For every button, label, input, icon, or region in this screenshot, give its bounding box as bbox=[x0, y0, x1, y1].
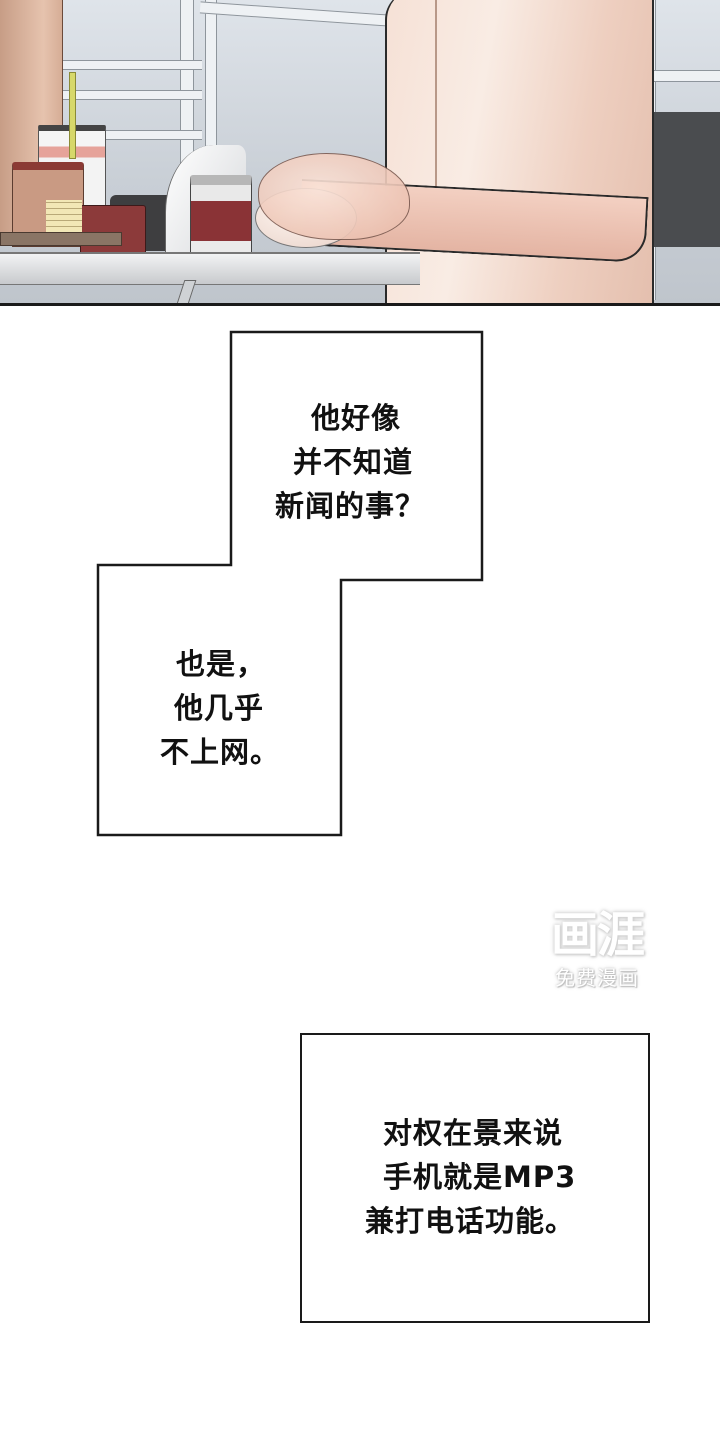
watermark: 画涯 免费漫画 bbox=[538, 906, 656, 1006]
window-frame bbox=[62, 90, 202, 100]
caption-line: 新闻的事？ bbox=[275, 489, 426, 523]
chair-back bbox=[648, 112, 720, 247]
caption-line: 兼打电话功能。 bbox=[365, 1204, 576, 1238]
caption-line: 手机就是MP3 bbox=[383, 1160, 577, 1194]
window-frame bbox=[62, 60, 202, 70]
coffee-cup bbox=[190, 175, 252, 266]
table bbox=[0, 252, 420, 285]
comic-panel-illustration bbox=[0, 0, 720, 306]
caption-line: 他好像 bbox=[311, 401, 402, 435]
caption-box-2: 也是， 他几乎 不上网。 bbox=[160, 642, 280, 774]
window-frame bbox=[654, 70, 720, 82]
caption-line: 他几乎 bbox=[174, 691, 265, 725]
window-frame bbox=[62, 130, 202, 140]
caption-line: 不上网。 bbox=[160, 735, 281, 769]
caption-line: 对权在景来说 bbox=[383, 1116, 564, 1150]
caption-text: 对权在景来说 手机就是MP3 兼打电话功能。 bbox=[365, 1111, 576, 1243]
caption-box-1: 他好像 并不知道 新闻的事？ bbox=[275, 396, 425, 528]
caption-line: 并不知道 bbox=[293, 445, 414, 479]
watermark-logo: 画涯 bbox=[550, 907, 645, 963]
tray bbox=[0, 232, 122, 246]
fries-box bbox=[80, 205, 146, 257]
shirt-placket bbox=[435, 0, 437, 230]
watermark-subtitle: 免费漫画 bbox=[555, 966, 639, 990]
caption-line: 也是， bbox=[176, 647, 267, 681]
straw bbox=[69, 72, 76, 159]
window-frame bbox=[199, 1, 391, 27]
man-hand bbox=[258, 153, 410, 240]
caption-box-3: 对权在景来说 手机就是MP3 兼打电话功能。 bbox=[300, 1033, 650, 1323]
fries bbox=[46, 200, 82, 232]
